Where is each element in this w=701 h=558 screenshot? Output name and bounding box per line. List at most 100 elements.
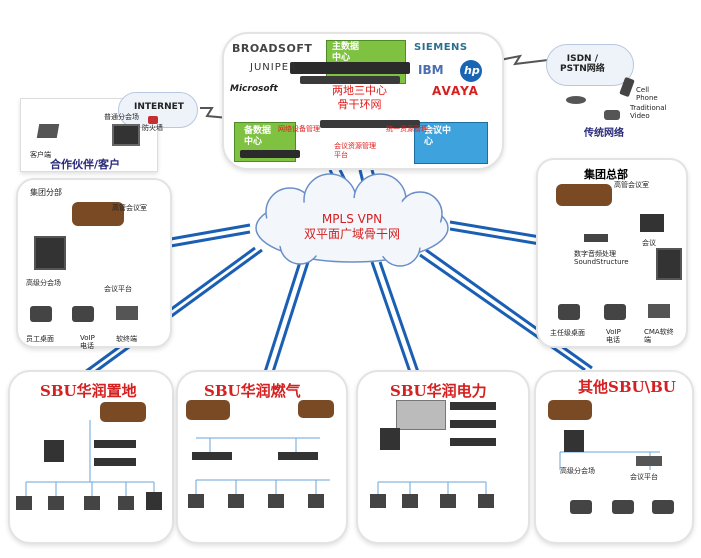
conference-phone-icon (566, 96, 586, 104)
sbu-land-switch (94, 458, 136, 466)
branch-hd-room-label: 高级分会场 (26, 279, 61, 287)
standard-terminal-label: 普通分会场 (104, 113, 139, 121)
sbu-other-hd-label: 高级分会场 (560, 467, 595, 475)
hq-desk-phone-icon (558, 304, 580, 320)
sbu-land-immersive-icon (100, 402, 146, 422)
hq-voip-label: VoIP 电话 (606, 328, 621, 344)
branch-immersive-label: 高管会议室 (112, 204, 147, 212)
hq-room-icon (640, 214, 664, 232)
hq-cma-label: CMA软终 端 (644, 328, 674, 344)
hq-title: 集团总部 (584, 168, 628, 181)
sbu-power-title: SBU华润电力 (390, 382, 487, 400)
sbu-power-switch (450, 420, 496, 428)
hq-immersive-icon (556, 184, 612, 206)
hq-sound-label: 数字音频处理 SoundStructure (574, 250, 629, 266)
isdn-cloud (546, 44, 634, 86)
soft-client-icon (116, 306, 138, 320)
partner-title: 合作伙伴/客户 (50, 158, 121, 171)
core-server-rack (320, 120, 420, 128)
sbu-land-endpoint (16, 496, 32, 510)
control-center-label: 会议中 心 (424, 126, 452, 147)
internet-label: INTERNET (134, 102, 184, 112)
conf-platform-label: 会议资源管理 平台 (334, 142, 376, 159)
sbu-power-room-photo (396, 400, 446, 430)
desk-phone-icon (30, 306, 52, 322)
hd-terminal-icon (34, 236, 66, 270)
sbu-power-panel (356, 370, 530, 544)
branch-title: 集团分部 (30, 188, 62, 197)
sbu-land-panel (8, 370, 174, 544)
sbu-other-immersive-icon (548, 400, 592, 420)
sbu-land-terminal-icon (44, 440, 64, 462)
sbu-power-terminal-icon (380, 428, 400, 450)
sound-structure-icon (584, 234, 608, 242)
traditional-video-label: Traditional Video (630, 104, 667, 120)
sbu-gas-endpoint (268, 494, 284, 508)
microsoft-logo: Microsoft (230, 84, 278, 94)
cell-phone-label: Cell Phone (636, 86, 658, 102)
isdn-label: ISDN / PSTN网络 (560, 54, 605, 74)
sbu-power-endpoint (440, 494, 456, 508)
sbu-other-phone-icon (652, 500, 674, 514)
mpls-line1: MPLS VPN (321, 212, 383, 226)
ibm-logo: IBM (418, 63, 444, 77)
core-server-rack (290, 62, 410, 74)
sbu-other-platform-label: 会议平台 (630, 473, 658, 481)
hq-immersive-label: 高管会议室 (614, 181, 649, 189)
sbu-land-switch (94, 440, 136, 448)
sbu-gas-endpoint (308, 494, 324, 508)
branch-soft-client-label: 软终端 (116, 335, 137, 343)
core-title-line2: 骨干环网 (337, 98, 382, 111)
video-terminal-icon (112, 124, 140, 146)
hq-terminal-icon (656, 248, 682, 280)
hp-logo (460, 60, 482, 82)
sbu-gas-title: SBU华润燃气 (204, 382, 301, 400)
legacy-title: 传统网络 (584, 128, 624, 139)
sbu-other-platform-icon (636, 456, 662, 466)
immersive-room-icon (72, 202, 124, 226)
sbu-other-panel (534, 370, 694, 544)
branch-conf-platform-label: 会议平台 (104, 285, 132, 293)
sbu-power-endpoint (478, 494, 494, 508)
network-mgmt-label: 网络设备管理 (278, 125, 320, 133)
hp-logo-text: hp (464, 64, 480, 77)
sbu-land-endpoint (48, 496, 64, 510)
unified-mgmt-label: 统一资源管理 (386, 125, 428, 133)
sbu-land-endpoint (146, 492, 162, 510)
sbu-power-switch (450, 402, 496, 410)
sbu-gas-switch (192, 452, 232, 460)
sbu-gas-switch (278, 452, 318, 460)
avaya-logo: AVAYA (432, 84, 479, 98)
control-center-block[interactable] (414, 122, 488, 164)
voip-phone-icon (72, 306, 94, 322)
sbu-other-phone-icon (612, 500, 634, 514)
backup-datacenter-label: 备数据 中心 (244, 126, 272, 147)
sbu-gas-endpoint (188, 494, 204, 508)
sbu-other-phone-icon (570, 500, 592, 514)
hq-cma-icon (648, 304, 670, 318)
mpls-line2: 双平面广域骨干网 (303, 227, 400, 241)
main-datacenter-label: 主数据 中心 (332, 42, 360, 63)
sbu-power-endpoint (402, 494, 418, 508)
sbu-land-title: SBU华润置地 (40, 382, 137, 400)
broadsoft-logo: BROADSOFT (232, 42, 313, 55)
sbu-gas-immersive-icon (186, 400, 230, 420)
core-title: 两地三中心 骨干环网 (332, 84, 387, 112)
core-server-rack (300, 76, 400, 84)
core-server-rack (240, 150, 300, 158)
juniper-logo: JUNIPER (250, 62, 297, 73)
sbu-gas-room-icon (298, 400, 334, 418)
client-label: 客户端 (30, 151, 51, 159)
siemens-logo: SIEMENS (414, 42, 468, 53)
firewall-label: 防火墙 (142, 124, 163, 132)
sbu-power-endpoint (370, 494, 386, 508)
sbu-land-endpoint (118, 496, 134, 510)
traditional-video-icon (604, 110, 620, 120)
branch-voip-label: VoIP 电话 (80, 334, 95, 350)
hq-exec-desk-label: 主任级桌面 (550, 329, 585, 337)
sbu-power-switch (450, 438, 496, 446)
internet-cloud (118, 92, 198, 128)
firewall-icon (148, 116, 158, 124)
